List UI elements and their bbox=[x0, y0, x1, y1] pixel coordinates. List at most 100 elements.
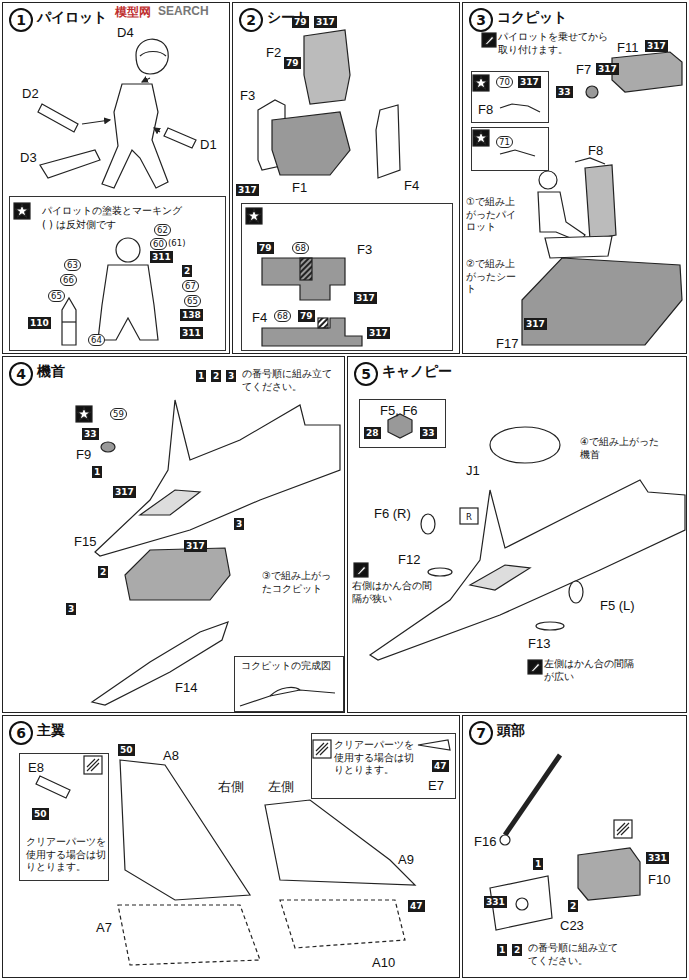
step-number: 5 bbox=[354, 362, 378, 386]
callout-number: 65 bbox=[48, 290, 65, 302]
step-panel: 6主翼E850クリアーパーツを使用する場合は切りとります。クリアーパーツを使用す… bbox=[2, 715, 460, 978]
part-name: F13 bbox=[528, 636, 550, 651]
step-title: 主翼 bbox=[37, 722, 65, 740]
callout-number: 317 bbox=[184, 540, 207, 552]
callout-number: 317 bbox=[113, 486, 136, 498]
part-name: F15 bbox=[74, 534, 96, 549]
part-name: F12 bbox=[398, 552, 420, 567]
note-text: 左側はかん合の間隔が広い bbox=[544, 658, 634, 683]
callout-number: 2 bbox=[512, 944, 522, 956]
part-name: 左側 bbox=[268, 778, 294, 796]
step-number: 4 bbox=[9, 362, 33, 386]
part-name: F14 bbox=[175, 680, 197, 695]
callout-number: 67 bbox=[182, 280, 199, 292]
callout-number: 110 bbox=[28, 317, 51, 329]
step-title: コクピット bbox=[497, 9, 567, 27]
step-panel: 4機首コクピットの完成図 bbox=[2, 356, 345, 713]
part-name: 右側 bbox=[218, 778, 244, 796]
part-name: (61) bbox=[168, 238, 185, 248]
part-name: A9 bbox=[398, 852, 414, 867]
callout-number: 79 bbox=[257, 242, 274, 254]
callout-number: 47 bbox=[408, 900, 425, 912]
callout-number: 3 bbox=[234, 518, 244, 530]
callout-number: 1 bbox=[92, 466, 102, 478]
detail-box: コクピットの完成図 bbox=[234, 656, 344, 712]
step-title: 頭部 bbox=[497, 722, 525, 740]
note-text: の番号順に組み立ててください。 bbox=[242, 368, 338, 393]
note-text: コクピットの完成図 bbox=[241, 660, 341, 673]
callout-number: 138 bbox=[180, 309, 203, 321]
callout-number: 50 bbox=[32, 808, 49, 820]
part-name: D4 bbox=[117, 25, 134, 40]
callout-number: 317 bbox=[354, 292, 377, 304]
note-text: の番号順に組み立ててください。 bbox=[528, 942, 624, 967]
part-name: F17 bbox=[496, 336, 518, 351]
note-text: ①で組み上がったパイロット bbox=[466, 196, 524, 234]
part-name: F1 bbox=[292, 180, 307, 195]
step-title: 機首 bbox=[37, 363, 65, 381]
callout-number: 65 bbox=[184, 295, 201, 307]
part-name: J1 bbox=[466, 463, 480, 478]
callout-number: 317 bbox=[314, 16, 337, 28]
detail-box: 71 bbox=[471, 127, 549, 171]
note-text: ④で組み上がった機首 bbox=[580, 436, 666, 461]
callout-number: 79 bbox=[284, 57, 301, 69]
step-number: 7 bbox=[469, 721, 493, 745]
step-panel: 5キャノピーF5, F62833 bbox=[347, 356, 687, 713]
step-panel: 3コクピット 70317F871 bbox=[462, 2, 687, 354]
step-number: 2 bbox=[239, 8, 263, 32]
callout-number: 1 bbox=[497, 944, 507, 956]
callout-number: 317 bbox=[645, 40, 668, 52]
detail-box: クリアーパーツを使用する場合は切りとります。 47E7 bbox=[311, 733, 456, 799]
part-name: F3 bbox=[240, 88, 255, 103]
callout-number: 62 bbox=[154, 224, 171, 236]
part-name: F4 bbox=[252, 310, 267, 325]
callout-number: 33 bbox=[556, 86, 573, 98]
note-text: パイロットの塗装とマーキング bbox=[42, 205, 222, 218]
part-name: F5, F6 bbox=[380, 403, 418, 418]
detail-box: F5, F62833 bbox=[359, 399, 446, 448]
callout-number: 79 bbox=[298, 310, 315, 322]
step-panel: 1パイロットパイロットの塗装とマーキング( ) は反対側です6260(61)31… bbox=[2, 2, 230, 354]
step-number: 3 bbox=[469, 8, 493, 32]
callout-number: 311 bbox=[180, 327, 203, 339]
step-number: 1 bbox=[9, 8, 33, 32]
note-text: パイロットを乗せてから取り付けます。 bbox=[498, 31, 610, 56]
callout-number: 317 bbox=[596, 63, 619, 75]
callout-number: 331 bbox=[646, 852, 669, 864]
callout-number: 317 bbox=[518, 76, 541, 88]
part-name: E8 bbox=[28, 760, 44, 775]
watermark: 模型网 bbox=[115, 4, 151, 21]
step-title: パイロット bbox=[37, 9, 107, 27]
detail-box: E850クリアーパーツを使用する場合は切りとります。 bbox=[19, 753, 109, 881]
part-name: R bbox=[466, 512, 472, 522]
callout-number: 1 bbox=[533, 858, 543, 870]
callout-number: 317 bbox=[367, 327, 390, 339]
part-name: D3 bbox=[20, 150, 37, 165]
part-name: F9 bbox=[76, 447, 91, 462]
callout-number: 79 bbox=[292, 16, 309, 28]
detail-box: 70317F8 bbox=[471, 71, 549, 123]
callout-number: 1 bbox=[196, 370, 206, 382]
callout-number: 47 bbox=[432, 760, 449, 772]
note-text: クリアーパーツを使用する場合は切りとります。 bbox=[334, 739, 416, 777]
part-name: F10 bbox=[648, 872, 670, 887]
watermark: SEARCH bbox=[158, 4, 209, 18]
callout-number: 33 bbox=[420, 427, 437, 439]
part-name: D2 bbox=[22, 86, 39, 101]
callout-number: 317 bbox=[236, 184, 259, 196]
callout-number: 68 bbox=[274, 310, 291, 322]
callout-number: 3 bbox=[226, 370, 236, 382]
callout-number: 2 bbox=[568, 900, 578, 912]
part-name: F7 bbox=[576, 62, 591, 77]
part-name: A8 bbox=[163, 748, 179, 763]
part-name: F6 (R) bbox=[374, 506, 411, 521]
part-name: F2 bbox=[266, 45, 281, 60]
note-text: ②で組み上がったシート bbox=[466, 258, 524, 296]
callout-number: 311 bbox=[150, 251, 173, 263]
callout-number: 63 bbox=[64, 259, 81, 271]
part-name: E7 bbox=[428, 778, 444, 793]
callout-number: 317 bbox=[524, 318, 547, 330]
callout-number: 50 bbox=[118, 744, 135, 756]
callout-number: 3 bbox=[66, 603, 76, 615]
